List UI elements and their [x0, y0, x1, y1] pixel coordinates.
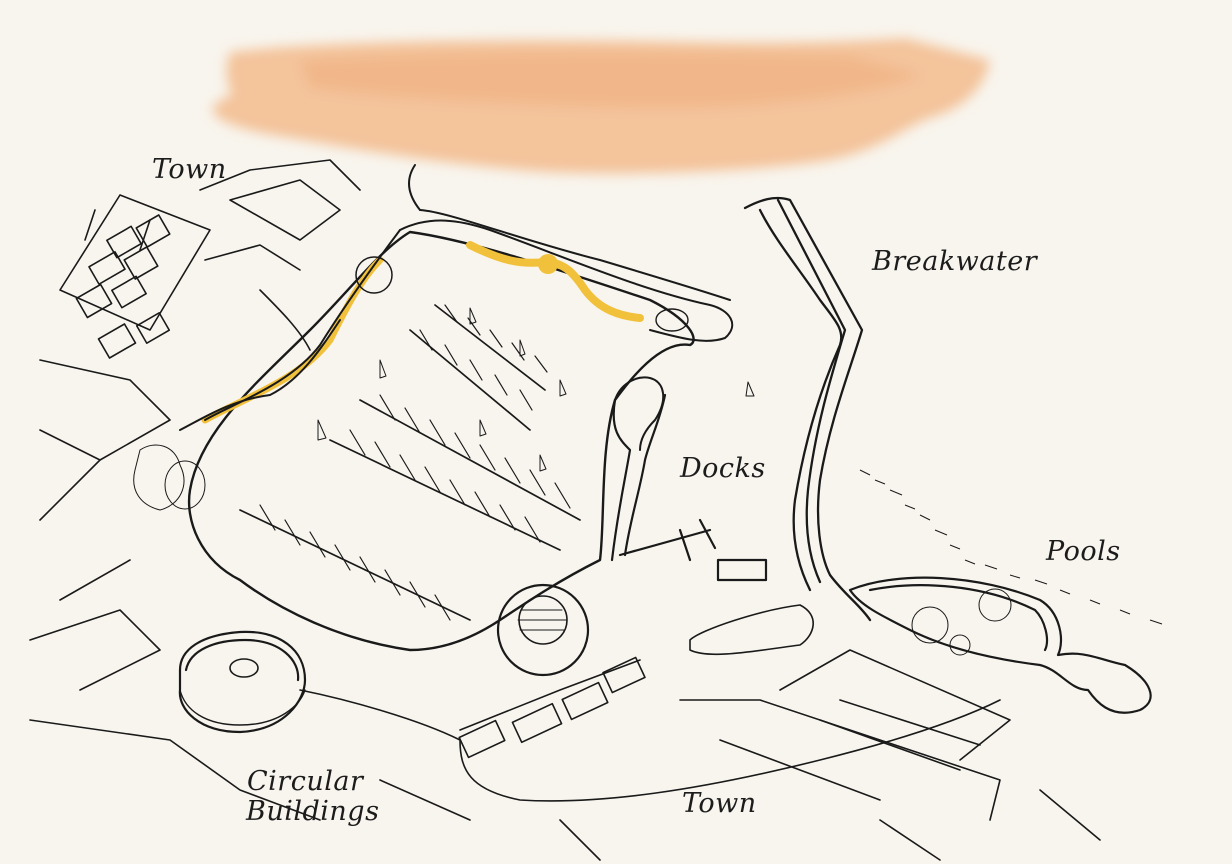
pools-area — [848, 576, 1152, 714]
docks-pier — [610, 393, 768, 582]
shoreline-texture — [133, 444, 1163, 625]
town-blocks-bottom — [29, 604, 1101, 861]
label-town-top: Town — [152, 154, 227, 185]
label-docks: Docks — [680, 453, 766, 484]
label-circular: Circular — [247, 766, 364, 797]
marina-pontoons — [239, 304, 755, 621]
town-blocks-top-left — [29, 159, 361, 691]
label-pools: Pools — [1046, 536, 1121, 567]
circular-buildings — [178, 583, 590, 734]
label-buildings: Buildings — [246, 796, 380, 827]
watercolor-wash — [212, 38, 990, 174]
label-town-bottom: Town — [682, 788, 757, 819]
label-breakwater: Breakwater — [872, 246, 1038, 277]
north-shoreline — [179, 164, 734, 431]
breakwater-structure — [743, 196, 872, 622]
